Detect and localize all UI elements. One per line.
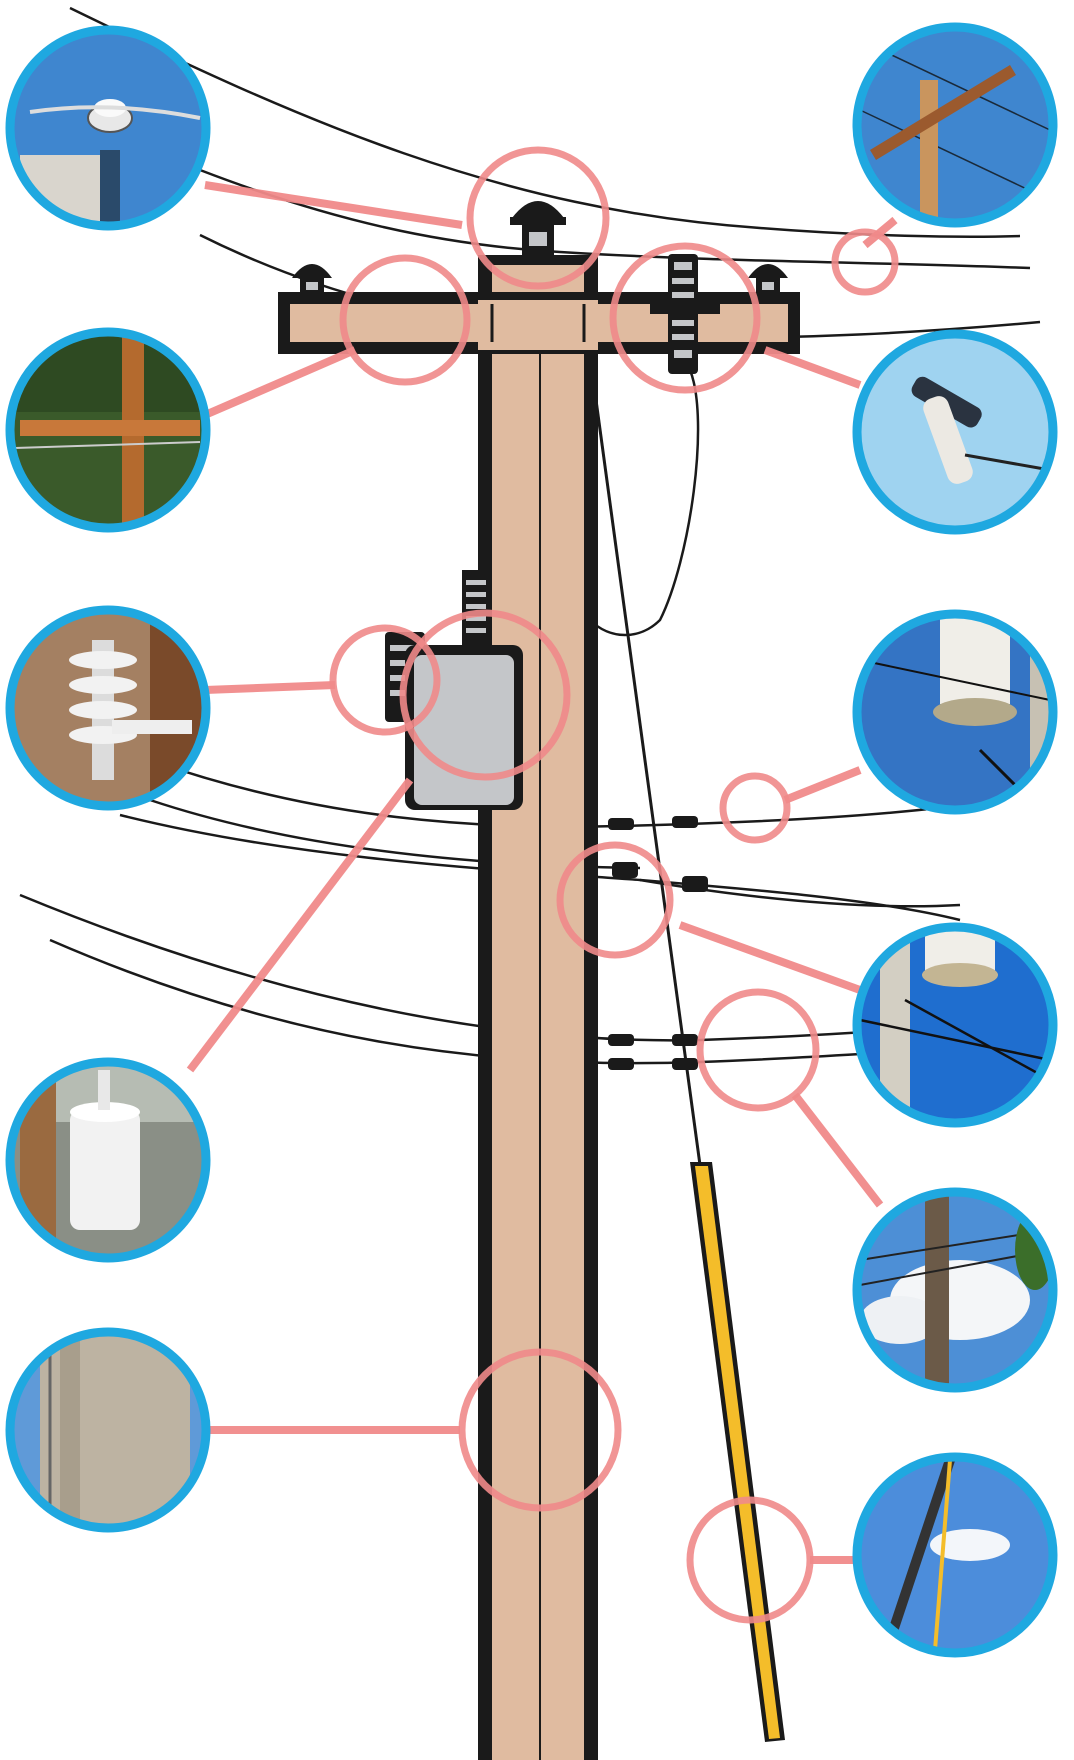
ring-connector-small — [719, 772, 791, 844]
ring-service-wire — [696, 988, 820, 1112]
crossarm — [278, 292, 800, 354]
ring-secondary-connector — [556, 841, 674, 959]
photo-pole-mounted-transformer — [5, 1057, 211, 1263]
fuse-cutout — [650, 254, 720, 374]
ring-wire-tap — [831, 228, 899, 296]
guy-wire — [594, 399, 702, 1166]
photo-transformer-bottom — [852, 609, 1058, 815]
photo-lightning-arrester — [5, 605, 211, 811]
photo-pin-insulator — [5, 25, 211, 231]
top-pin-insulator — [510, 201, 566, 255]
photo-pole-surface — [5, 1327, 211, 1533]
photo-service-wires — [852, 1187, 1058, 1393]
photo-crossarm — [5, 327, 211, 533]
photo-guy-wire — [852, 1452, 1058, 1658]
ring-top-insulator — [466, 146, 610, 290]
ring-crossarm — [339, 254, 471, 386]
ring-guard — [686, 1496, 814, 1624]
guy-wire-guard — [690, 1162, 785, 1742]
photo-crossarm-top — [852, 22, 1058, 228]
wire-connectors — [608, 816, 708, 1070]
ring-arrester — [329, 624, 441, 736]
pole — [478, 330, 598, 1760]
right-pin-insulator — [748, 264, 788, 294]
ring-transformer — [399, 609, 571, 781]
callout-lines — [186, 181, 898, 1564]
left-pin-insulator — [292, 264, 332, 294]
photo-cutout-fuse — [852, 329, 1058, 535]
ring-cutout — [609, 242, 761, 394]
ring-pole — [458, 1348, 622, 1512]
photo-secondary-connectors — [852, 922, 1058, 1128]
callout-rings — [329, 146, 899, 1624]
